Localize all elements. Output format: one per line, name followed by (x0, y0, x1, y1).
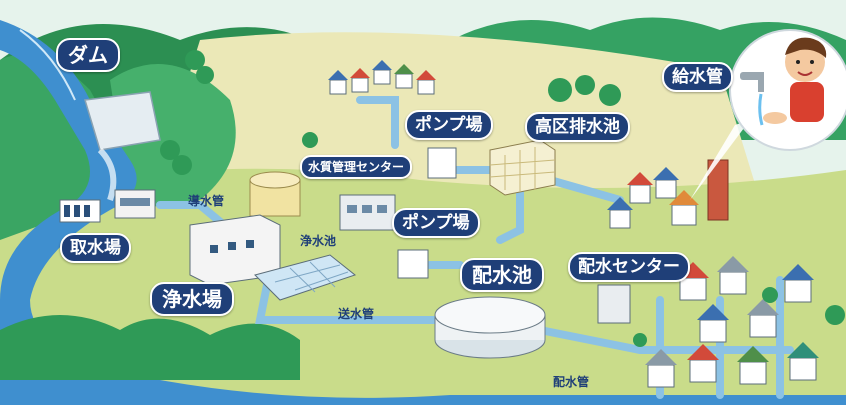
faucet-icon (740, 72, 764, 126)
boy-washing-hands-icon (763, 37, 827, 124)
tap-callout-pointer (690, 120, 750, 200)
distribution-reservoir-label: 配水池 (460, 258, 544, 292)
bottom-forest (0, 315, 300, 380)
pipe-reservoir-down (496, 186, 524, 244)
transmission-pipe-label: 送水管 (338, 307, 375, 321)
purification-plant-label: 浄水場 (150, 282, 234, 316)
pipe-to-upper-village (356, 96, 399, 149)
clear-well-label: 浄水池 (300, 234, 337, 248)
dam-label: ダム (56, 38, 120, 72)
pump-station-mid-label: ポンプ場 (392, 208, 480, 238)
purification-building (189, 214, 281, 286)
elevated-reservoir-building (489, 139, 556, 196)
river-highlight (19, 29, 76, 101)
pump-station-upper (427, 147, 457, 179)
distribution-pipe-line (536, 326, 794, 354)
intake-label: 取水場 (60, 233, 131, 263)
distribution-reservoir-tank (434, 296, 546, 359)
conduit-label: 導水管 (188, 194, 225, 208)
elevated-reservoir-label: 高区排水池 (525, 112, 630, 142)
right-village (607, 159, 729, 229)
water-tap-label: 給水管 (662, 62, 733, 92)
dam-spillway (97, 147, 117, 201)
storage-tank (249, 171, 301, 217)
pump-station-top-label: ポンプ場 (405, 110, 493, 140)
dam-wall (84, 91, 161, 151)
quality-center-label: 水質管理センター (300, 155, 413, 179)
distribution-center-building (597, 284, 631, 324)
distribution-pipe-label: 配水管 (553, 375, 590, 389)
upper-village (328, 60, 436, 95)
intake-building (59, 199, 101, 223)
trees (160, 50, 845, 347)
pump-station-mid (397, 249, 429, 279)
conduit-building (114, 189, 156, 219)
lower-right-town (645, 256, 819, 388)
distribution-center-label: 配水センター (568, 252, 690, 282)
pipe-to-houses (546, 176, 624, 204)
quality-center-building (339, 194, 396, 231)
pipes (156, 96, 794, 399)
clear-well-basins (254, 254, 357, 301)
